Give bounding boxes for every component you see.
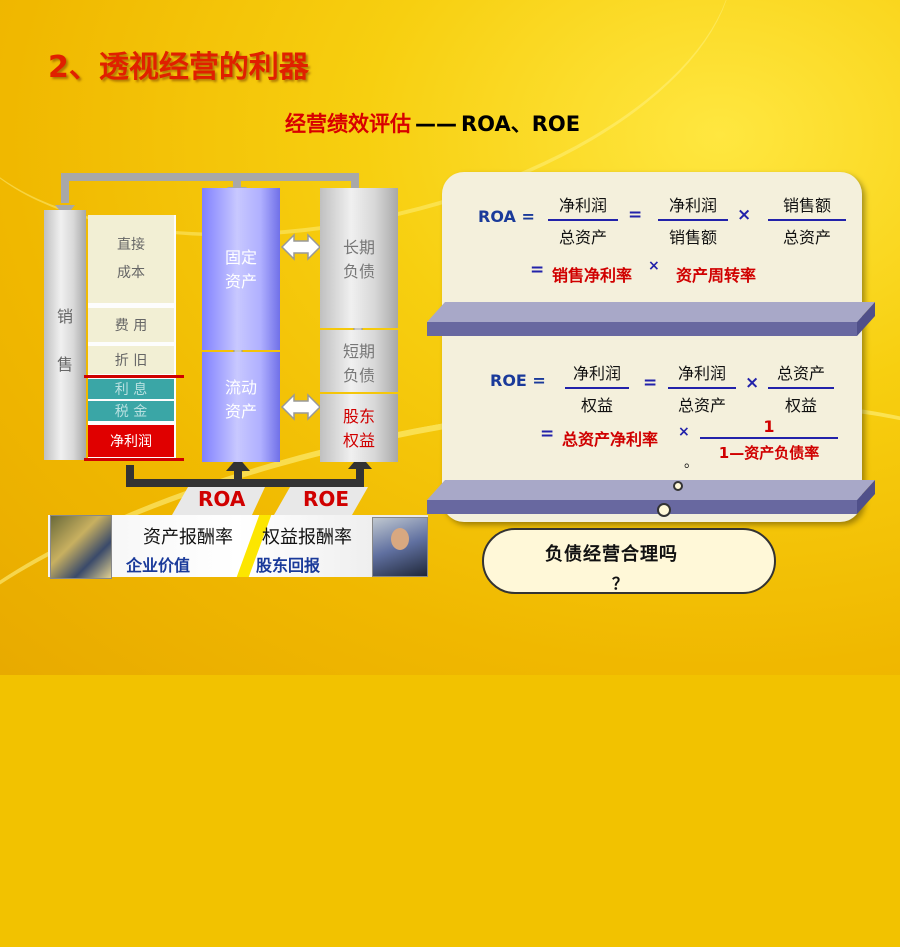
roe-result-times: × [678,424,690,440]
interest-block: 利 息 [88,379,174,399]
roe-f3-numerator: 总资产 [776,364,825,383]
roa-f3-denominator: 总资产 [782,228,831,247]
short-debt-column [320,330,398,392]
roa-meaning: 企业价值 [126,556,191,575]
roe-f1-numerator: 净利润 [572,364,621,383]
formula-panel [442,172,862,522]
roe-result-fraction: 1 1—资产负债率 [700,417,838,463]
subtitle-dash: —— [415,112,457,136]
fraction-bar [768,219,846,221]
slide-subtitle: 经营绩效评估——ROA、ROE [285,108,580,138]
roa-result-equals: = [530,260,545,280]
roa-fraction-2: 净利润 销售额 [658,192,728,248]
tax-block: 税 金 [88,401,174,421]
roa-f2-numerator: 净利润 [668,196,717,215]
fraction-bar [548,219,618,221]
short-debt-label: 短期 负债 [342,342,375,385]
long-debt-column [320,188,398,328]
question-cloud [482,528,776,594]
roe-f2-denominator: 总资产 [677,396,726,415]
net-profit-block: 净利润 [88,425,174,457]
fraction-bar [668,387,736,389]
roe-result-denominator: 1—资产负债率 [718,444,820,462]
cloud-question-mark: ？ [612,574,629,593]
roe-label: ROE = [490,371,546,390]
roe-f3-denominator: 权益 [784,396,817,415]
roe-result-a: 总资产净利率 [562,430,659,449]
roe-result-numerator: 1 [763,417,775,436]
thought-dot [673,481,683,491]
current-assets-column [202,352,280,462]
subtitle-cn: 经营绩效评估 [285,112,411,136]
roa-result-a: 销售净利率 [552,266,633,285]
expense-block: 费 用 [88,308,174,342]
fixed-assets-label: 固定 资产 [224,248,257,291]
fraction-bar [700,437,838,439]
roa-result-times: × [648,258,660,274]
roe-times: × [745,373,760,393]
fraction-bar [658,219,728,221]
business-photo [50,515,112,579]
roa-f2-denominator: 销售额 [668,228,717,247]
shelf-top [427,302,875,336]
roa-fraction-3: 销售额 总资产 [768,192,846,248]
cloud-text: 负债经营合理吗 [545,544,678,565]
shelf-bottom [427,480,875,514]
current-assets-label: 流动 资产 [224,378,257,421]
face-shape [391,528,409,550]
roa-result-b: 资产周转率 [676,266,757,285]
roe-description: 权益报酬率 [262,527,352,548]
roe-f1-denominator: 权益 [580,396,613,415]
roe-equals: = [643,373,658,393]
roe-fraction-1: 净利润 权益 [565,360,629,416]
equity-label: 股东 权益 [342,407,375,450]
fraction-bar [565,387,629,389]
profit-bracket-bottom [84,458,184,461]
roe-fraction-3: 总资产 权益 [768,360,834,416]
depreciation-block: 折 旧 [88,346,174,374]
roe-meaning: 股东回报 [256,556,321,575]
roe-fraction-2: 净利润 总资产 [668,360,736,416]
profit-bracket-top [84,375,184,378]
roa-f3-numerator: 销售额 [782,196,831,215]
roa-times: × [737,205,752,225]
roa-description: 资产报酬率 [143,527,233,548]
thought-dot [657,503,671,517]
sales-label: 销 售 [56,307,73,374]
businessman-photo [372,517,428,577]
roa-tag: ROA [198,487,246,511]
roe-f2-numerator: 净利润 [677,364,726,383]
roe-result-equals: = [540,424,555,444]
roa-label: ROA = [478,207,535,226]
roa-fraction-1: 净利润 总资产 [548,192,618,248]
stray-dot: 。 [684,455,698,471]
sales-column [44,210,86,460]
roa-equals: = [628,205,643,225]
slide-title: 2、透视经营的利器 [48,50,309,85]
roa-f1-denominator: 总资产 [558,228,607,247]
roa-roe-tags [172,487,368,515]
subtitle-en: ROA、ROE [461,112,581,136]
fixed-assets-column [202,188,280,350]
roa-f1-numerator: 净利润 [558,196,607,215]
roe-tag: ROE [303,487,350,511]
long-debt-label: 长期 负债 [342,238,375,281]
fraction-bar [768,387,834,389]
direct-cost-block: 直接 成本 [88,215,174,303]
equity-column [320,394,398,462]
